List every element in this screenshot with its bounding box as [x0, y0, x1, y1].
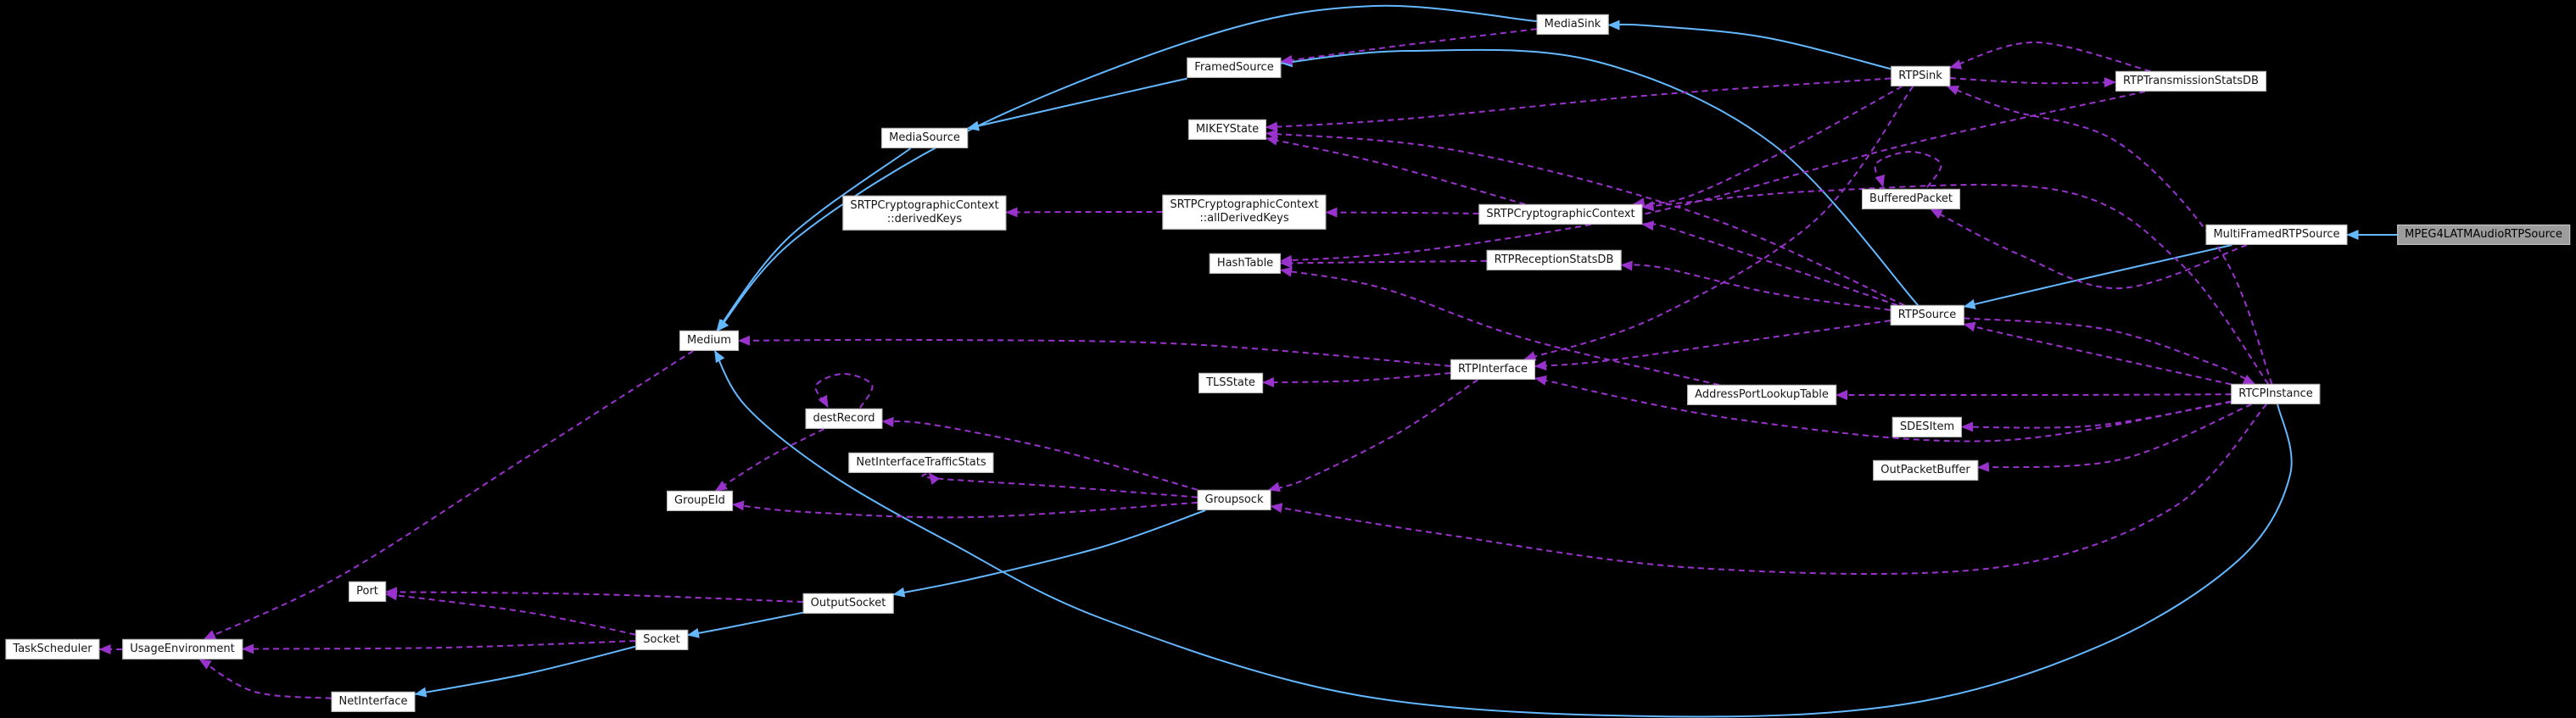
node-Socket[interactable]: Socket	[635, 629, 688, 651]
node-RTPTransmissionStatsDB[interactable]: RTPTransmissionStatsDB	[2115, 70, 2266, 92]
edge-RTPSink-to-MediaSink	[1607, 19, 1891, 70]
node-MIKEYState[interactable]: MIKEYState	[1187, 119, 1267, 141]
edge-RTCPInstance-to-RTPSource	[1963, 321, 2232, 386]
node-MPEG4LATMAudioRTPSource[interactable]: MPEG4LATMAudioRTPSource	[2397, 224, 2570, 246]
edge-RTPSource-to-RTCPInstance	[1964, 317, 2255, 385]
node-SRTPCryptographicContext_derivedKeys[interactable]: SRTPCryptographicContext ::derivedKeys	[842, 195, 1007, 231]
edge-RTPInterface-to-TLSState	[1262, 372, 1451, 387]
node-FramedSource[interactable]: FramedSource	[1187, 57, 1282, 79]
edge-MediaSink-to-Medium	[717, 4, 1537, 331]
edge-OutputSocket-to-Socket	[687, 611, 803, 638]
edge-Socket-to-NetInterface	[414, 645, 636, 698]
node-destRecord[interactable]: destRecord	[805, 408, 883, 430]
edge-MediaSink-to-FramedSource	[1280, 28, 1537, 65]
edge-RTPSource-to-RTPReceptionStatsDB	[1620, 260, 1891, 311]
node-RTPSource[interactable]: RTPSource	[1890, 304, 1964, 326]
node-RTPReceptionStatsDB[interactable]: RTPReceptionStatsDB	[1486, 249, 1622, 271]
edge-Groupsock-to-OutputSocket	[892, 509, 1206, 598]
edge-SRTPCryptographicContext-to-SRTPCryptographicContext_allDerivedKeys	[1325, 207, 1479, 218]
edge-destRecord-to-GroupEId	[714, 428, 824, 492]
node-RTPInterface[interactable]: RTPInterface	[1450, 359, 1536, 381]
edge-MediaSource-to-Medium	[716, 147, 912, 331]
edge-RTPSource-to-RTPInterface	[1534, 320, 1891, 371]
edge-RTCPInstance-to-Groupsock	[1270, 404, 2267, 575]
node-AddressPortLookupTable[interactable]: AddressPortLookupTable	[1687, 384, 1836, 406]
node-RTCPInstance[interactable]: RTCPInstance	[2231, 383, 2321, 405]
node-SRTPCryptographicContext[interactable]: SRTPCryptographicContext	[1478, 203, 1643, 225]
edge-MultiFramedRTPSource-to-RTPSource	[1963, 244, 2232, 309]
node-NetInterface[interactable]: NetInterface	[331, 691, 416, 713]
node-OutPacketBuffer[interactable]: OutPacketBuffer	[1873, 459, 1978, 481]
edge-NetInterface-to-UsageEnvironment	[198, 659, 332, 699]
node-TaskScheduler[interactable]: TaskScheduler	[5, 638, 100, 660]
edge-RTPSink-to-MIKEYState	[1266, 77, 1891, 132]
edge-RTPSource-to-FramedSource	[1280, 48, 1919, 306]
node-SRTPCryptographicContext_allDerivedKeys[interactable]: SRTPCryptographicContext ::allDerivedKey…	[1162, 194, 1327, 230]
edge-RTPSink-to-RTPInterface	[1523, 86, 1914, 361]
node-MultiFramedRTPSource[interactable]: MultiFramedRTPSource	[2205, 224, 2348, 246]
node-RTPSink[interactable]: RTPSink	[1891, 65, 1950, 87]
node-MediaSource[interactable]: MediaSource	[881, 127, 968, 149]
edge-OutputSocket-to-Port	[385, 587, 803, 604]
node-Groupsock[interactable]: Groupsock	[1197, 489, 1271, 511]
edge-MultiFramedRTPSource-to-BufferedPacket	[1930, 209, 2248, 290]
edge-FramedSource-to-MediaSource	[967, 77, 1187, 131]
edge-RTPTransmissionStatsDB-to-HashTable	[1280, 91, 2146, 265]
edge-RTPSource-to-SRTPCryptographicContext	[1641, 220, 1898, 306]
node-NetInterfaceTrafficStats[interactable]: NetInterfaceTrafficStats	[848, 452, 994, 474]
edge-Groupsock-to-NetInterfaceTrafficStats	[921, 472, 1198, 498]
node-TLSState[interactable]: TLSState	[1199, 372, 1263, 394]
edge-RTCPInstance-to-Medium	[713, 350, 2293, 718]
edge-RTCPInstance-to-OutPacketBuffer	[1977, 404, 2252, 472]
node-UsageEnvironment[interactable]: UsageEnvironment	[122, 638, 243, 660]
node-GroupEId[interactable]: GroupEId	[667, 490, 733, 512]
node-Medium[interactable]: Medium	[679, 330, 739, 352]
node-Port[interactable]: Port	[349, 581, 386, 603]
node-SDESItem[interactable]: SDESItem	[1891, 416, 1963, 438]
node-MediaSink[interactable]: MediaSink	[1536, 14, 1609, 36]
edge-RTCPInstance-to-RTPInterface	[1534, 375, 2232, 442]
edge-RTCPInstance-to-RTPSink	[1946, 85, 2273, 385]
edge-SRTPCryptographicContext-to-MIKEYState	[1266, 135, 1526, 205]
edge-RTCPInstance-to-AddressPortLookupTable	[1836, 390, 2232, 401]
edge-destRecord-to-destRecord	[814, 372, 874, 409]
edge-RTPSink-to-SRTPCryptographicContext	[1632, 86, 1903, 209]
edge-Groupsock-to-destRecord	[881, 416, 1198, 491]
edge-BufferedPacket-to-BufferedPacket	[1874, 150, 1942, 188]
edge-RTPReceptionStatsDB-to-HashTable	[1280, 258, 1487, 269]
node-OutputSocket[interactable]: OutputSocket	[802, 593, 894, 615]
node-HashTable[interactable]: HashTable	[1209, 253, 1282, 275]
edge-RTPSink-to-RTPTransmissionStatsDB	[1949, 77, 2116, 88]
node-BufferedPacket[interactable]: BufferedPacket	[1862, 188, 1960, 210]
edge-RTPInterface-to-Groupsock	[1267, 379, 1478, 493]
edge-RTPInterface-to-Medium	[738, 335, 1451, 367]
edge-AddressPortLookupTable-to-HashTable	[1280, 266, 1719, 386]
edge-RTPSource-to-MIKEYState	[1266, 129, 1905, 306]
edge-Socket-to-UsageEnvironment	[242, 640, 636, 654]
edge-RTPTransmissionStatsDB-to-RTPSink	[1949, 41, 2151, 72]
edge-Medium-to-UsageEnvironment	[203, 350, 694, 640]
edge-SRTPCryptographicContext_allDerivedKeys-to-SRTPCryptographicContext_derivedKeys	[1005, 207, 1163, 218]
